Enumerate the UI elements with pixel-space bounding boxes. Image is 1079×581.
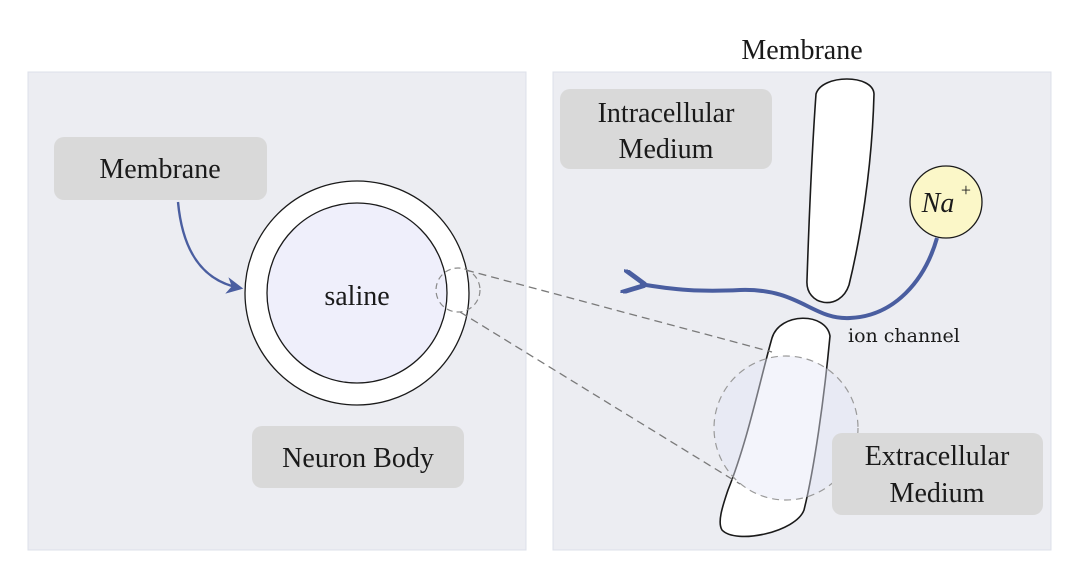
upper-membrane-segment (806, 78, 875, 304)
zoom-detail-circle (713, 355, 859, 501)
zoom-projection-top (465, 269, 773, 353)
sodium-ion-label: Na (921, 188, 955, 219)
membrane-label: Membrane (99, 154, 220, 185)
sodium-ion-charge: + (961, 180, 971, 200)
neuron-body-label: Neuron Body (282, 443, 434, 474)
neuron-label-box (252, 426, 464, 488)
extracellular-label-line2: Medium (890, 478, 985, 509)
extracellular-label-box (832, 433, 1043, 515)
intracellular-label-line1: Intracellular (598, 98, 735, 129)
extracellular-label-line1: Extracellular (865, 441, 1010, 472)
intracellular-label-box (560, 89, 772, 169)
saline-label: saline (324, 281, 389, 312)
zoom-source-circle (435, 267, 481, 313)
membrane-pointer-arrow (176, 201, 244, 294)
zoom-projection-bottom (459, 311, 741, 485)
saline-circle (266, 202, 448, 384)
ion-channel-label: ion channel (848, 325, 960, 347)
ion-path-arrow (640, 237, 939, 321)
membrane-label-box (54, 137, 267, 200)
membrane-title: Membrane (741, 35, 862, 66)
lower-membrane-segment (719, 317, 831, 538)
sodium-ion (909, 165, 983, 239)
intracellular-label-line2: Medium (619, 134, 714, 165)
